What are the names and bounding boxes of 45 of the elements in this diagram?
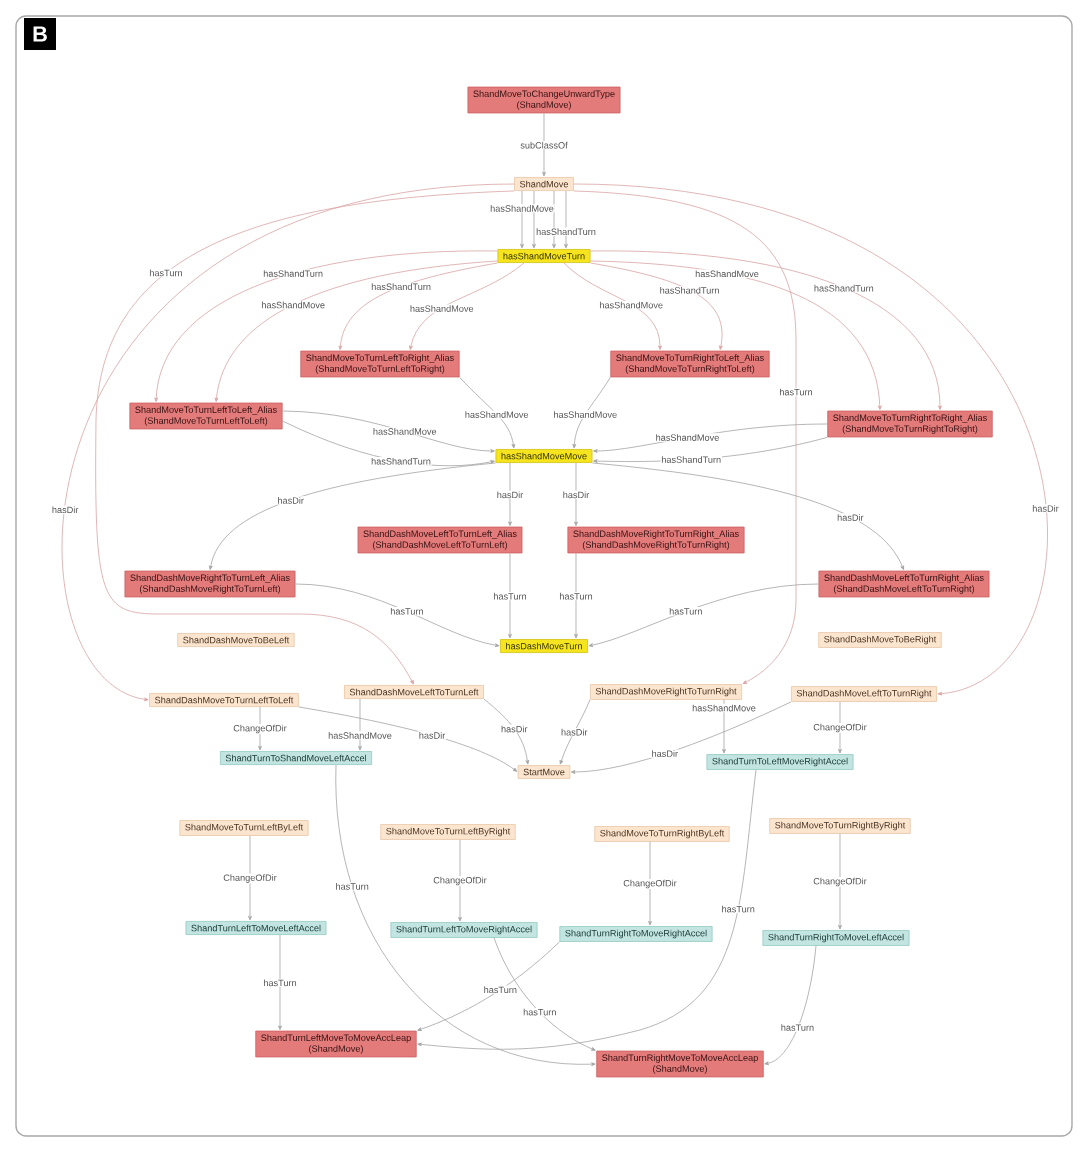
arrow: [648, 841, 652, 926]
arrow: [508, 462, 512, 526]
arrow: [493, 937, 596, 1051]
arrow: [417, 769, 757, 1050]
arrow: [590, 260, 882, 410]
arrow: [248, 835, 252, 921]
arrow: [278, 934, 282, 1030]
arrow: [592, 462, 904, 571]
arrow: [358, 698, 362, 751]
arrow: [338, 262, 498, 350]
arrow: [838, 701, 842, 754]
arrow: [552, 190, 556, 249]
arrow: [573, 183, 1048, 696]
arrow: [574, 462, 578, 526]
arrow: [417, 941, 560, 1031]
arrow: [590, 262, 723, 350]
arrow: [590, 250, 942, 410]
arrow: [508, 552, 512, 639]
arrow: [214, 260, 498, 402]
arrow: [335, 764, 596, 1067]
arrow: [574, 552, 578, 639]
arrow: [559, 699, 591, 765]
arrow: [532, 190, 536, 249]
arrow: [154, 250, 498, 402]
arrow: [764, 945, 817, 1066]
arrow: [520, 190, 524, 249]
arrow: [295, 583, 500, 648]
arrow: [722, 699, 726, 754]
arrow: [588, 583, 819, 647]
arrow: [838, 833, 842, 930]
arrow: [409, 262, 525, 350]
arrow: [459, 376, 516, 449]
arrow: [258, 706, 262, 751]
panel-letter: B: [24, 18, 56, 50]
arrow: [570, 701, 792, 774]
arrow: [458, 839, 462, 922]
arrow: [563, 262, 662, 350]
arrow: [542, 112, 546, 177]
arrow: [298, 706, 518, 772]
arrow: [573, 190, 797, 685]
arrow: [282, 410, 495, 453]
arrow: [208, 462, 496, 570]
arrow: [564, 190, 568, 249]
arrow: [572, 376, 611, 449]
arrow: [483, 698, 530, 765]
